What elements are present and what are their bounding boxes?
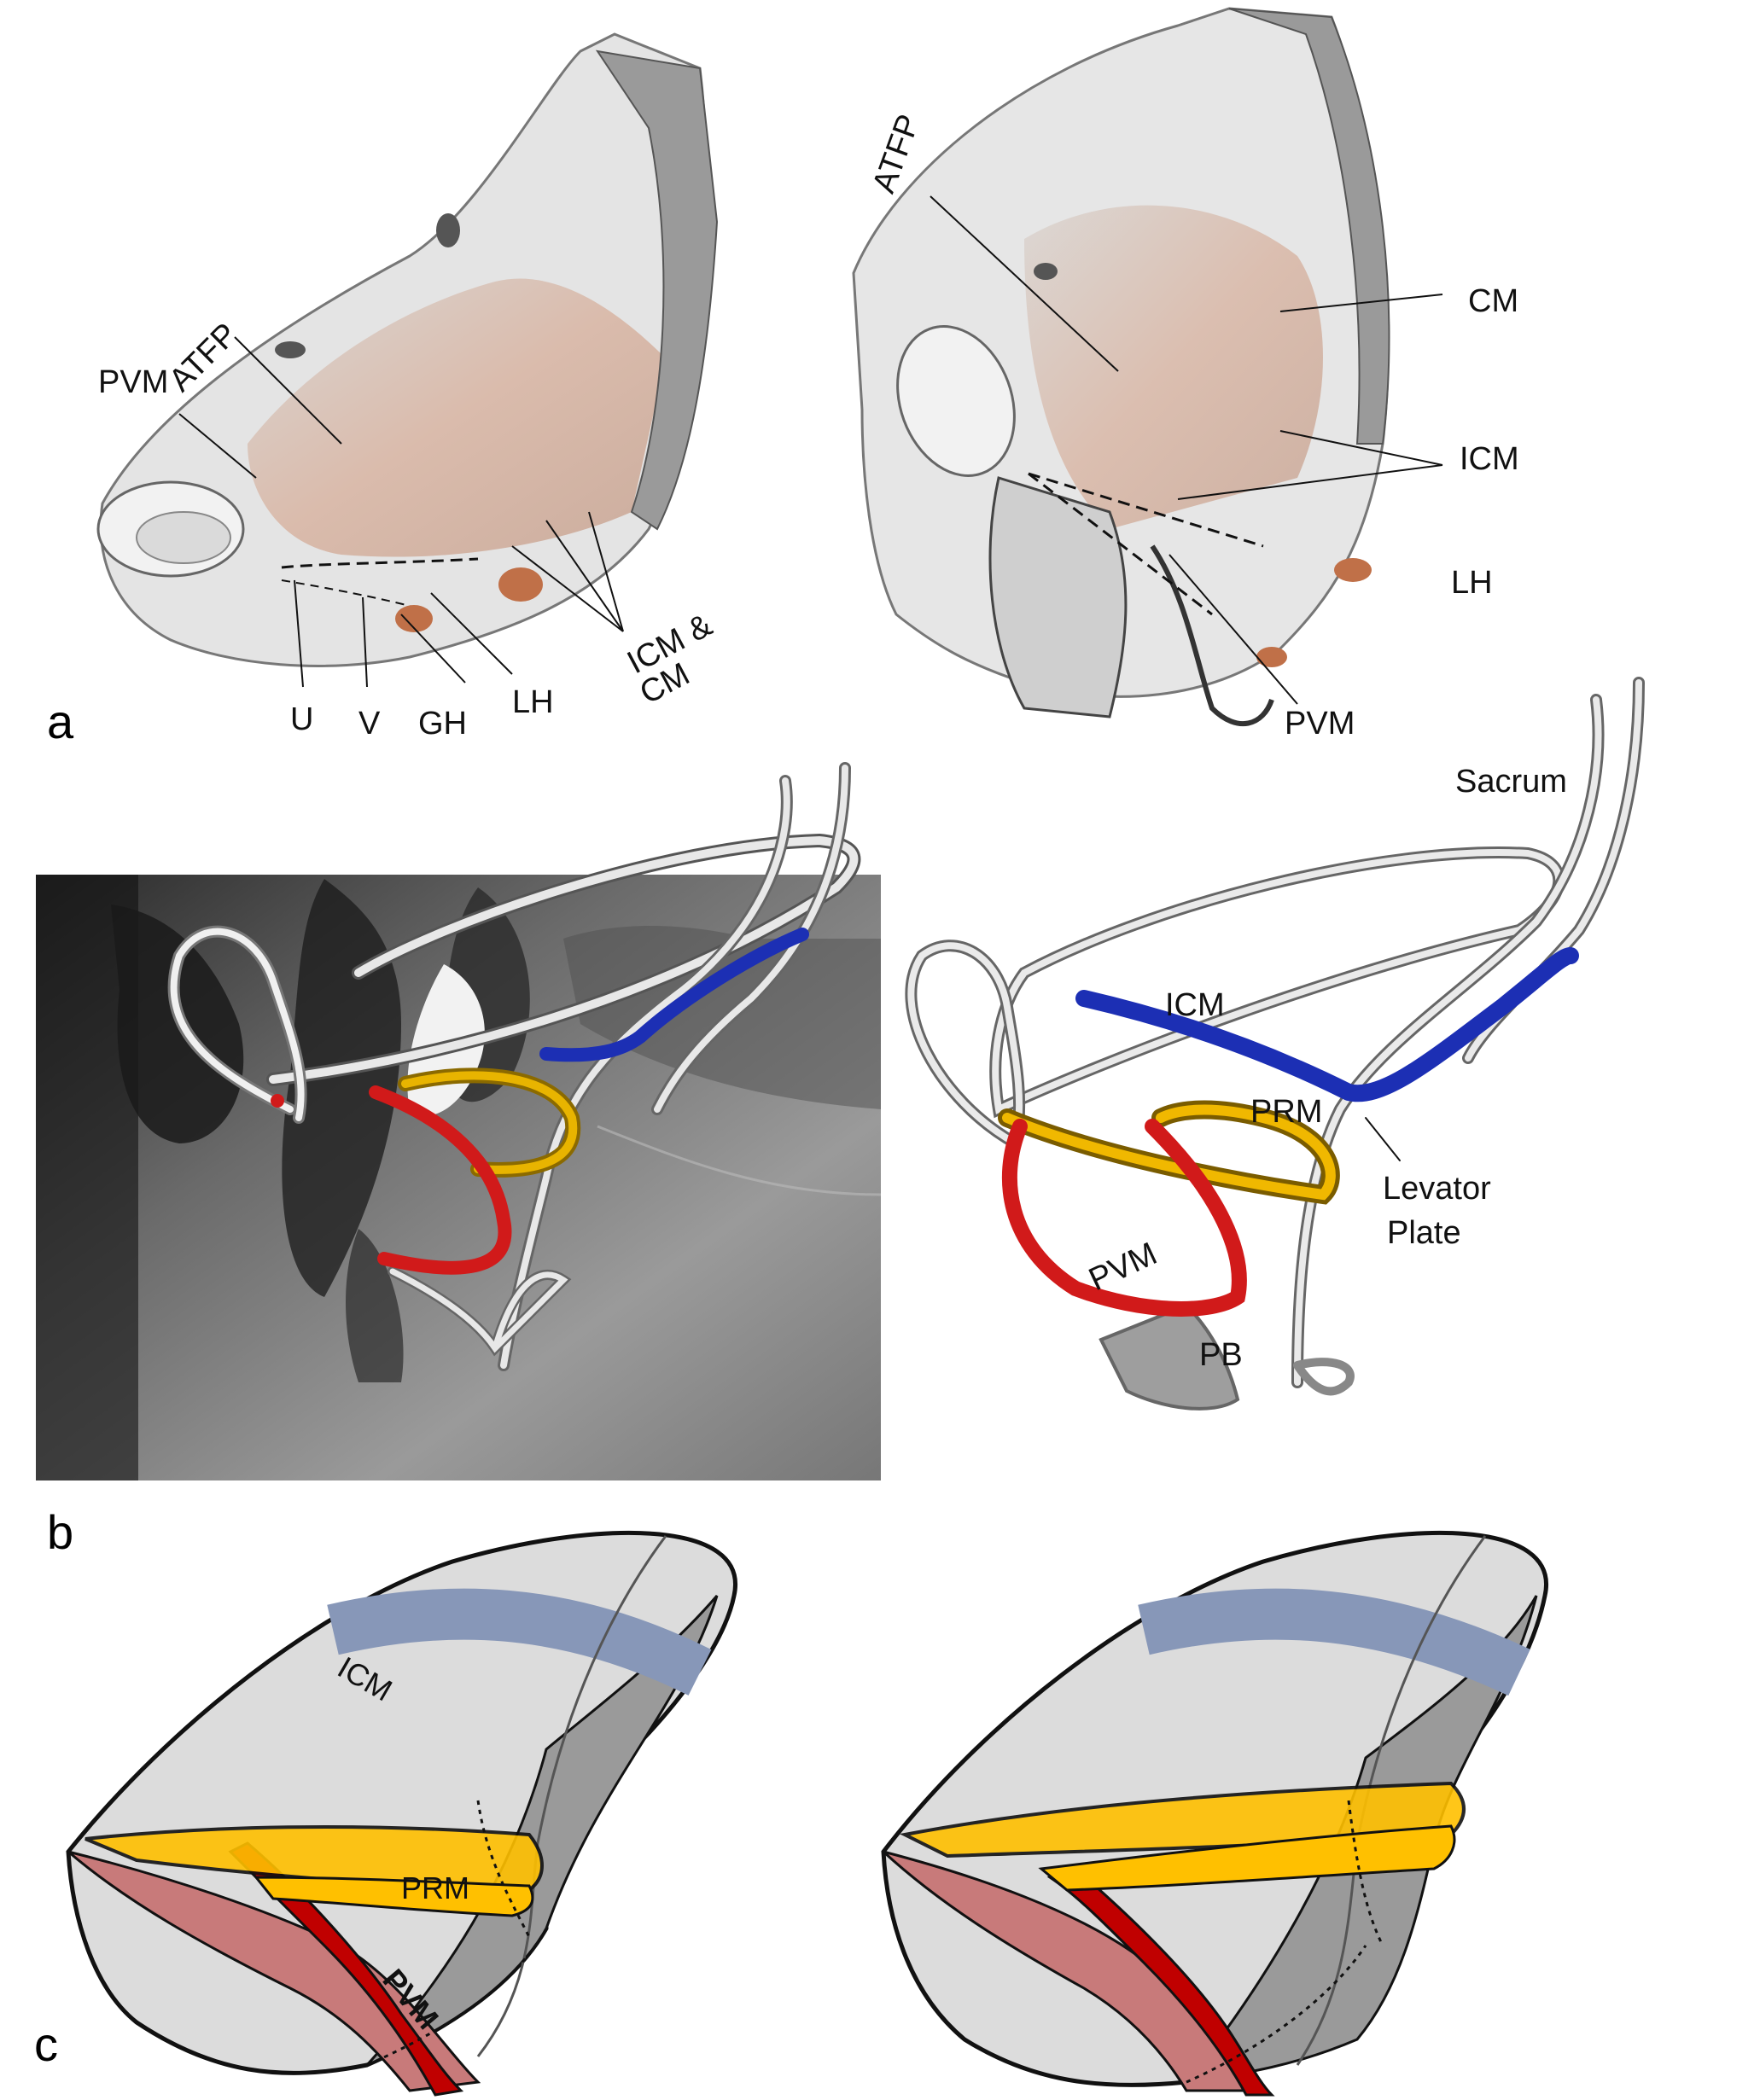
panel-a-right-illustration: ATFP CM ICM LH PVM — [852, 7, 1519, 742]
label-pvm-b: PVM — [1083, 1236, 1162, 1298]
panel-letter-a: a — [47, 695, 74, 748]
label-pb: PB — [1199, 1337, 1243, 1373]
label-icm-b: ICM — [1165, 987, 1225, 1023]
panel-letter-b: b — [47, 1505, 73, 1559]
label-pvm-left: PVM — [98, 364, 168, 400]
panel-c-right-schematic — [881, 1530, 1548, 2097]
label-v: V — [358, 706, 381, 742]
panel-b-right-model: Sacrum ICM PRM Levator Plate PVM PB — [905, 677, 1645, 1411]
panel-a-left-illustration: ATFP PVM U V GH LH ICM & CM — [96, 32, 718, 742]
panel-b-left-overlay — [167, 762, 861, 1371]
label-gh: GH — [418, 706, 467, 742]
panel-b-mri-image — [36, 875, 882, 1480]
label-sacrum: Sacrum — [1455, 764, 1567, 800]
panel-letter-c: c — [34, 2017, 58, 2071]
label-lh-left: LH — [512, 684, 554, 720]
label-u: U — [290, 701, 313, 737]
label-cm-right: CM — [1468, 283, 1518, 319]
label-plate: Plate — [1387, 1215, 1461, 1251]
label-prm-c: PRM — [401, 1870, 469, 1905]
label-prm-b: PRM — [1250, 1094, 1322, 1130]
label-pvm-right-a: PVM — [1285, 706, 1355, 742]
panel-c-left-schematic: ICM PRM PVM — [66, 1530, 737, 2097]
label-levator: Levator — [1383, 1171, 1491, 1207]
label-lh-right: LH — [1451, 565, 1493, 601]
label-icm-right: ICM — [1460, 441, 1519, 477]
